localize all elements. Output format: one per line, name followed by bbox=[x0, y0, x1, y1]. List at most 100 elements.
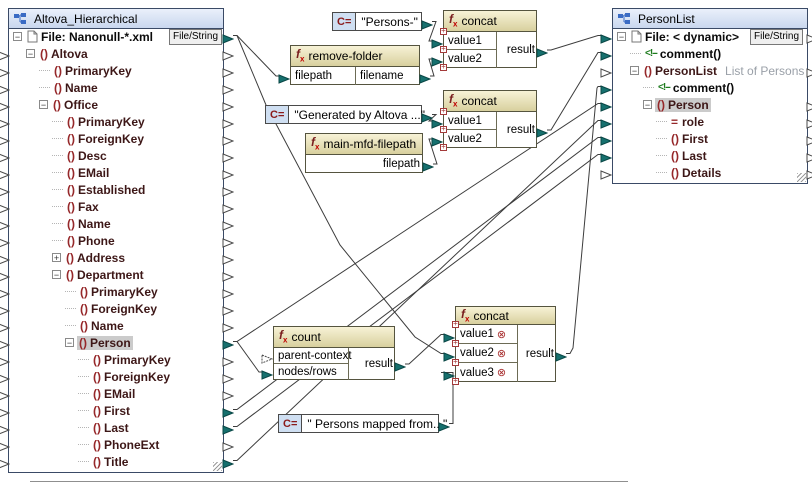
input-connector[interactable] bbox=[0, 371, 11, 383]
resize-handle[interactable] bbox=[797, 173, 806, 182]
add-param-icon[interactable]: + bbox=[452, 357, 459, 366]
output-connector[interactable] bbox=[222, 150, 235, 163]
input-connector[interactable] bbox=[600, 82, 613, 95]
collapse-minus-icon[interactable]: − bbox=[65, 337, 74, 348]
tree-row-file-dynamic[interactable]: −File: < dynamic>File/String bbox=[613, 28, 807, 45]
tree-row-role[interactable]: =role bbox=[613, 113, 807, 130]
input-connector[interactable] bbox=[600, 167, 613, 180]
tree-row-primarykey[interactable]: ()PrimaryKey bbox=[9, 283, 223, 300]
tree-row-name[interactable]: ()Name bbox=[9, 317, 223, 334]
delete-param-icon[interactable]: ⊗ bbox=[496, 347, 507, 360]
collapse-minus-icon[interactable]: − bbox=[643, 99, 652, 110]
delete-param-icon[interactable]: ⊗ bbox=[496, 328, 507, 341]
input-connector[interactable] bbox=[0, 82, 11, 94]
delete-param-icon[interactable]: ⊗ bbox=[496, 367, 507, 379]
input-connector[interactable] bbox=[0, 303, 11, 315]
output-connector[interactable] bbox=[222, 31, 235, 44]
add-param-icon[interactable]: + bbox=[452, 319, 459, 328]
collapse-minus-icon[interactable]: − bbox=[630, 65, 639, 76]
tree-row-name[interactable]: ()Name bbox=[9, 79, 223, 96]
function-input-connector[interactable] bbox=[431, 116, 444, 129]
target-component-header[interactable]: PersonList bbox=[613, 9, 807, 29]
output-connector[interactable] bbox=[222, 303, 235, 316]
output-connector[interactable] bbox=[222, 218, 235, 231]
function-output-connector[interactable] bbox=[536, 45, 549, 58]
tree-row-established[interactable]: ()Established bbox=[9, 181, 223, 198]
connection-line[interactable] bbox=[547, 35, 601, 51]
input-connector[interactable] bbox=[0, 48, 11, 60]
input-connector[interactable] bbox=[600, 99, 613, 112]
source-component-header[interactable]: Altova_Hierarchical bbox=[9, 9, 223, 29]
output-connector[interactable] bbox=[806, 167, 812, 180]
connection-line[interactable] bbox=[566, 86, 601, 354]
function-input-connector[interactable] bbox=[443, 349, 456, 362]
input-connector[interactable] bbox=[600, 150, 613, 163]
connection-line[interactable] bbox=[233, 103, 601, 342]
input-connector[interactable] bbox=[0, 354, 11, 366]
input-connector[interactable] bbox=[0, 439, 11, 451]
constant-output-connector[interactable] bbox=[421, 17, 434, 30]
tree-row-email[interactable]: ()EMail bbox=[9, 385, 223, 402]
input-connector[interactable] bbox=[0, 235, 11, 247]
add-param-icon[interactable]: + bbox=[440, 44, 447, 53]
connection-line[interactable] bbox=[233, 341, 262, 373]
tree-row-name[interactable]: ()Name bbox=[9, 215, 223, 232]
output-connector[interactable] bbox=[806, 133, 812, 146]
output-connector[interactable] bbox=[222, 388, 235, 401]
input-connector[interactable] bbox=[600, 116, 613, 129]
collapse-minus-icon[interactable]: − bbox=[52, 269, 61, 280]
constant-persons[interactable]: C="Persons-" bbox=[332, 12, 422, 31]
target-component[interactable]: PersonList −File: < dynamic>File/String<… bbox=[612, 8, 808, 184]
input-connector[interactable] bbox=[0, 405, 11, 417]
expand-plus-icon[interactable]: + bbox=[52, 252, 61, 263]
connection-line[interactable] bbox=[405, 334, 444, 365]
tree-row-phone[interactable]: ()Phone bbox=[9, 232, 223, 249]
function-input-connector[interactable] bbox=[431, 54, 444, 67]
output-connector[interactable] bbox=[222, 65, 235, 78]
file-string-button[interactable]: File/String bbox=[168, 29, 222, 45]
output-connector[interactable] bbox=[806, 31, 812, 44]
output-connector[interactable] bbox=[222, 354, 235, 367]
tree-row-office[interactable]: −()Office bbox=[9, 96, 223, 113]
output-connector[interactable] bbox=[806, 65, 812, 78]
file-string-button[interactable]: File/String bbox=[749, 29, 803, 45]
function-output-connector[interactable] bbox=[555, 349, 568, 362]
connection-line[interactable] bbox=[428, 138, 438, 165]
input-connector[interactable] bbox=[0, 286, 11, 298]
tree-row-last[interactable]: ()Last bbox=[9, 419, 223, 436]
output-connector[interactable] bbox=[222, 337, 235, 350]
input-connector[interactable] bbox=[600, 133, 613, 146]
connection-line[interactable] bbox=[547, 52, 601, 131]
constant-mapped[interactable]: C=" Persons mapped from..." bbox=[278, 414, 447, 433]
output-connector[interactable] bbox=[222, 422, 235, 435]
tree-row-person[interactable]: −()Person bbox=[9, 334, 223, 351]
connection-line[interactable] bbox=[233, 120, 601, 461]
output-connector[interactable] bbox=[222, 167, 235, 180]
function-output-connector[interactable] bbox=[422, 159, 435, 172]
input-connector[interactable] bbox=[0, 218, 11, 230]
tree-row-phoneext[interactable]: ()PhoneExt bbox=[9, 436, 223, 453]
tree-row-address[interactable]: +()Address bbox=[9, 249, 223, 266]
input-connector[interactable] bbox=[0, 99, 11, 111]
tree-row-email[interactable]: ()EMail bbox=[9, 164, 223, 181]
collapse-minus-icon[interactable]: − bbox=[617, 31, 626, 42]
tree-row-first[interactable]: ()First bbox=[613, 130, 807, 147]
connection-line[interactable] bbox=[428, 21, 437, 42]
tree-row-fax[interactable]: ()Fax bbox=[9, 198, 223, 215]
source-component[interactable]: Altova_Hierarchical −File: Nanonull-*.xm… bbox=[8, 8, 224, 473]
tree-row-title[interactable]: ()Title bbox=[9, 453, 223, 470]
tree-row-foreignkey[interactable]: ()ForeignKey bbox=[9, 300, 223, 317]
output-connector[interactable] bbox=[222, 82, 235, 95]
connection-line[interactable] bbox=[441, 372, 454, 424]
collapse-minus-icon[interactable]: − bbox=[26, 48, 35, 59]
output-connector[interactable] bbox=[222, 371, 235, 384]
